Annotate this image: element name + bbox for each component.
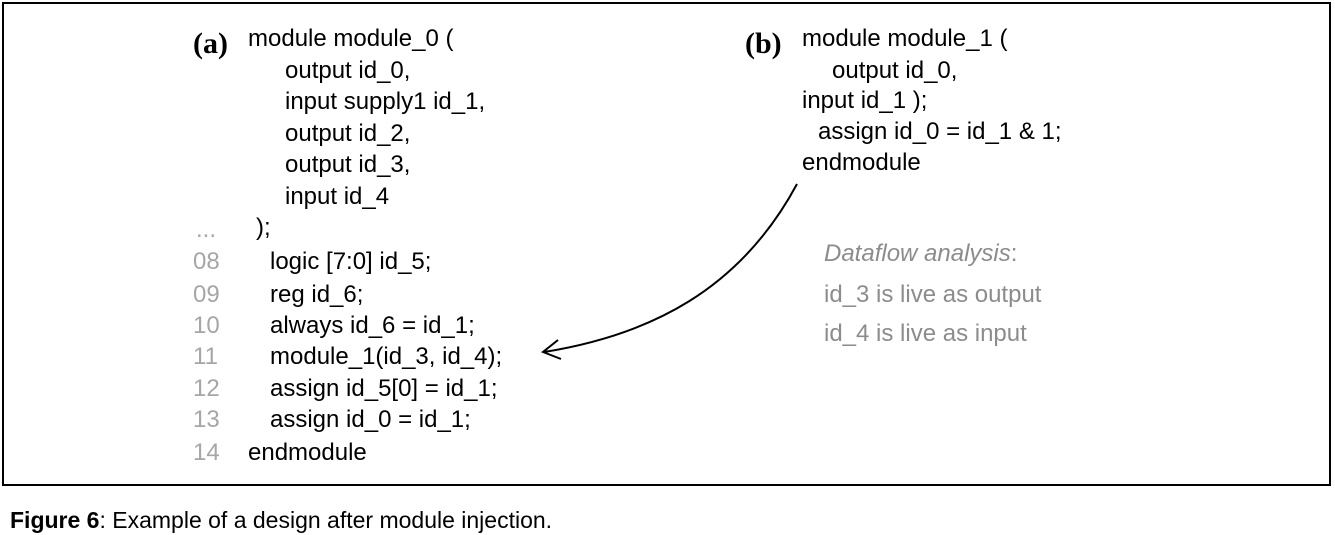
code-line-b-3: input id_1 ); (802, 87, 928, 114)
panel-b-label: (b) (745, 27, 782, 60)
figure-caption-label: Figure 6 (10, 507, 100, 533)
dataflow-analysis-colon: : (1010, 240, 1018, 267)
code-line-a-6: input id_4 (285, 183, 390, 210)
dataflow-line-1: id_3 is live as output (824, 281, 1042, 308)
line-number-11: 11 (193, 343, 218, 370)
line-number-09: 09 (193, 281, 220, 308)
line-number-14: 14 (193, 439, 220, 466)
line-number-10: 10 (193, 312, 220, 339)
code-line-a-3: input supply1 id_1, (285, 88, 486, 115)
figure-caption: Figure 6: Example of a design after modu… (10, 506, 552, 534)
code-line-a-8: logic [7:0] id_5; (270, 248, 432, 275)
figure-caption-text: : Example of a design after module injec… (99, 507, 553, 533)
code-line-b-5: endmodule (802, 149, 921, 176)
code-line-a-1: module module_0 ( (248, 25, 454, 52)
code-line-b-2: output id_0, (832, 57, 958, 84)
dataflow-analysis-title: Dataflow analysis (824, 240, 1011, 267)
code-line-a-9: reg id_6; (270, 281, 364, 308)
code-line-a-12: assign id_5[0] = id_1; (270, 375, 498, 402)
code-line-a-10: always id_6 = id_1; (270, 312, 475, 339)
code-line-b-1: module module_1 ( (802, 25, 1008, 52)
code-line-b-4: assign id_0 = id_1 & 1; (818, 118, 1062, 145)
panel-a-label: (a) (193, 27, 228, 60)
arrow-curve (543, 183, 798, 353)
line-number-12: 12 (193, 375, 220, 402)
code-line-a-11: module_1(id_3, id_4); (270, 343, 503, 370)
dataflow-line-2: id_4 is live as input (824, 320, 1027, 347)
code-line-a-5: output id_3, (285, 151, 411, 178)
code-line-a-4: output id_2, (285, 120, 411, 147)
code-line-a-14: endmodule (248, 439, 367, 466)
dataflow-analysis-heading: Dataflow analysis: (824, 240, 1017, 268)
line-number-08: 08 (193, 248, 220, 275)
line-number-13: 13 (193, 406, 220, 433)
code-line-a-7: ); (256, 214, 271, 241)
arrow-head-icon (541, 339, 562, 360)
code-line-a-13: assign id_0 = id_1; (270, 406, 471, 433)
figure-frame (2, 2, 1331, 486)
code-line-a-2: output id_0, (285, 57, 411, 84)
line-number-ellipsis: ... (196, 216, 217, 243)
